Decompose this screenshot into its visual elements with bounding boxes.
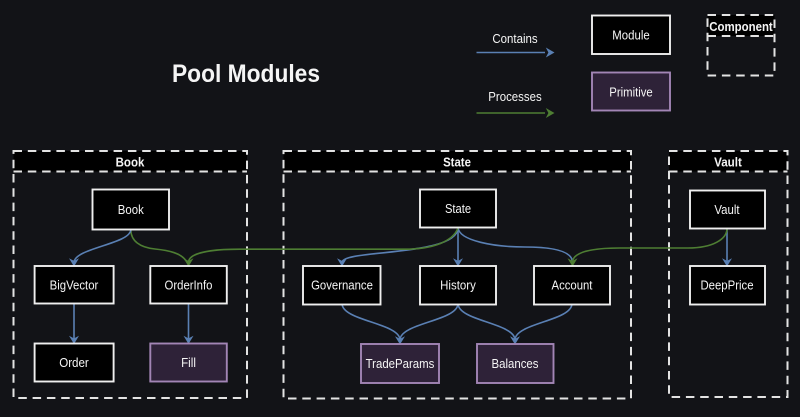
svg-text:History: History: [440, 278, 476, 293]
svg-text:Governance: Governance: [311, 278, 373, 293]
svg-text:Book: Book: [116, 155, 145, 170]
svg-text:Contains: Contains: [492, 31, 538, 46]
svg-text:Order: Order: [59, 355, 89, 370]
svg-text:Vault: Vault: [714, 155, 742, 170]
svg-text:State: State: [443, 155, 471, 170]
svg-text:TradeParams: TradeParams: [366, 356, 435, 371]
svg-text:Fill: Fill: [181, 355, 196, 370]
svg-text:BigVector: BigVector: [50, 278, 99, 293]
svg-text:State: State: [445, 201, 471, 216]
svg-text:Book: Book: [118, 202, 144, 217]
svg-text:OrderInfo: OrderInfo: [165, 278, 213, 293]
svg-text:Module: Module: [612, 28, 649, 43]
svg-text:Account: Account: [552, 278, 593, 293]
svg-text:Processes: Processes: [488, 89, 542, 104]
svg-text:Component: Component: [709, 19, 773, 34]
svg-text:Balances: Balances: [492, 356, 539, 371]
svg-text:Vault: Vault: [714, 202, 740, 217]
svg-text:Pool Modules: Pool Modules: [172, 60, 320, 88]
svg-text:Primitive: Primitive: [609, 85, 653, 100]
svg-text:DeepPrice: DeepPrice: [700, 278, 753, 293]
